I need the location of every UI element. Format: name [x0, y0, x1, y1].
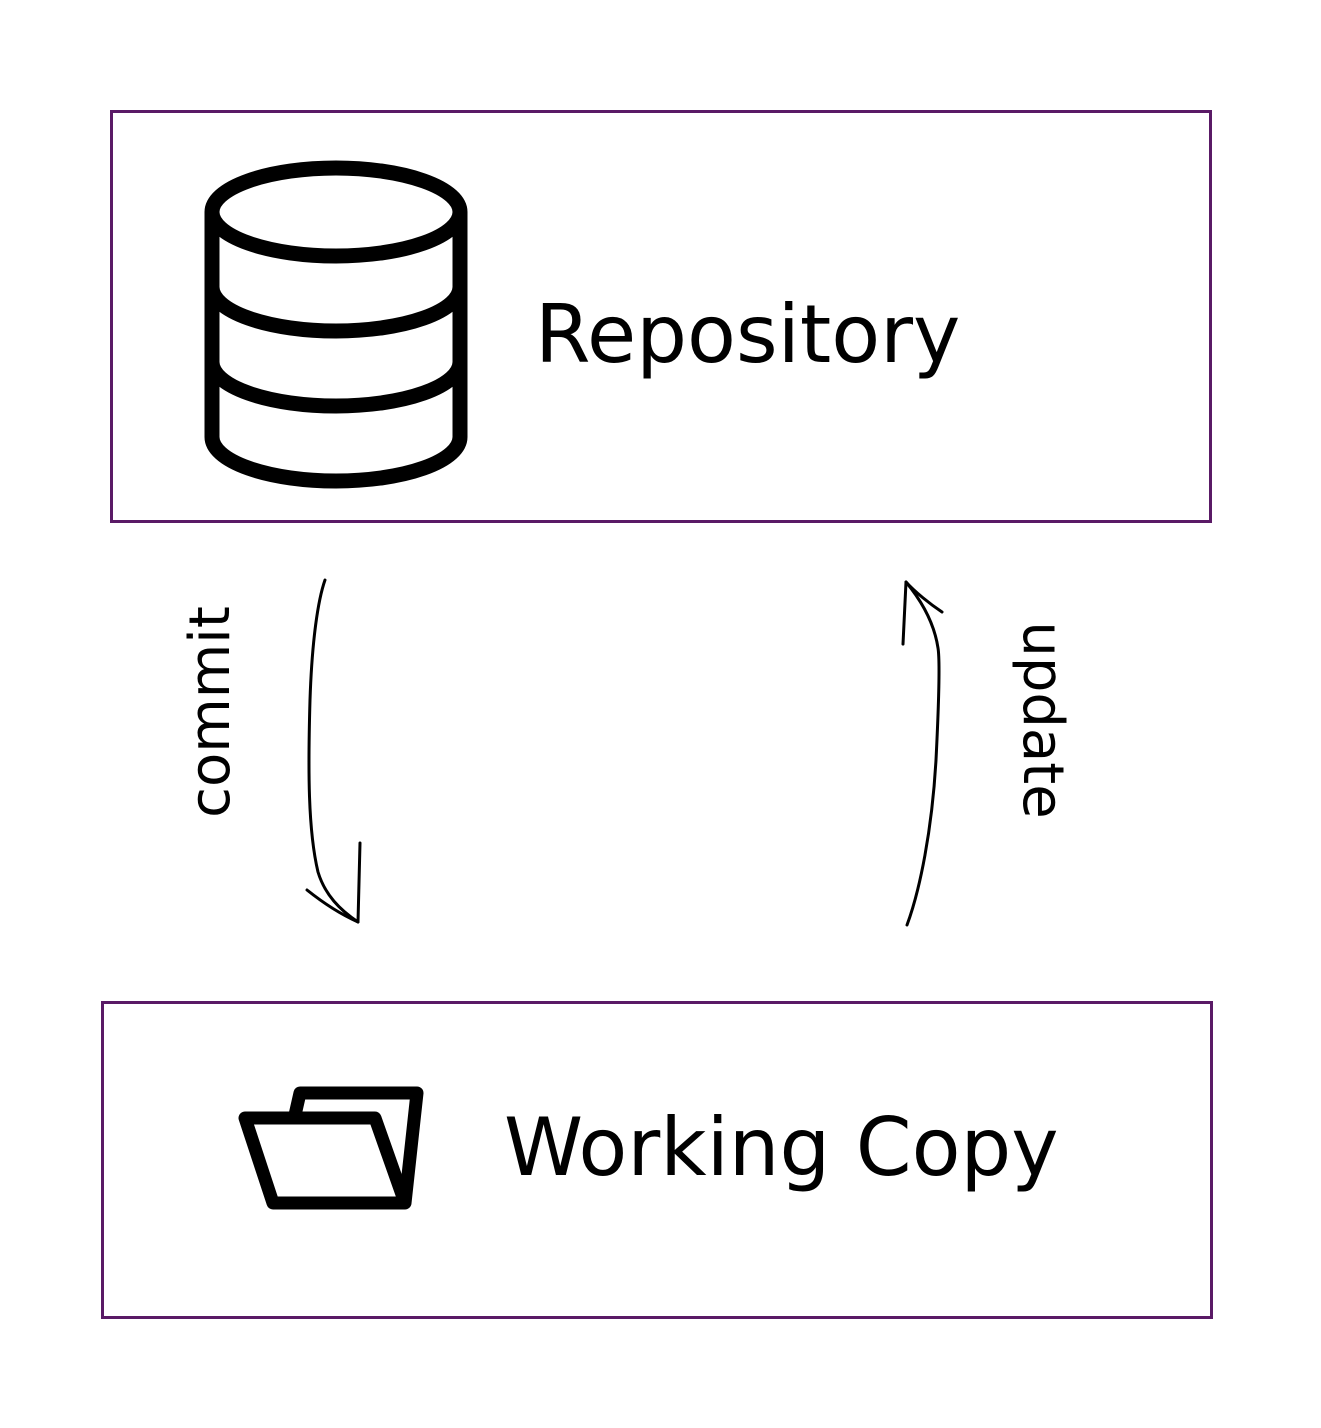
folder-open-icon [238, 1086, 424, 1210]
working-copy-box: Working Copy [101, 1001, 1213, 1319]
working-copy-label: Working Copy [504, 1101, 1059, 1194]
database-icon [204, 160, 468, 489]
update-label: update [1010, 621, 1075, 819]
repository-box: Repository [110, 110, 1212, 523]
repository-label: Repository [535, 288, 961, 381]
commit-label: commit [178, 606, 243, 818]
